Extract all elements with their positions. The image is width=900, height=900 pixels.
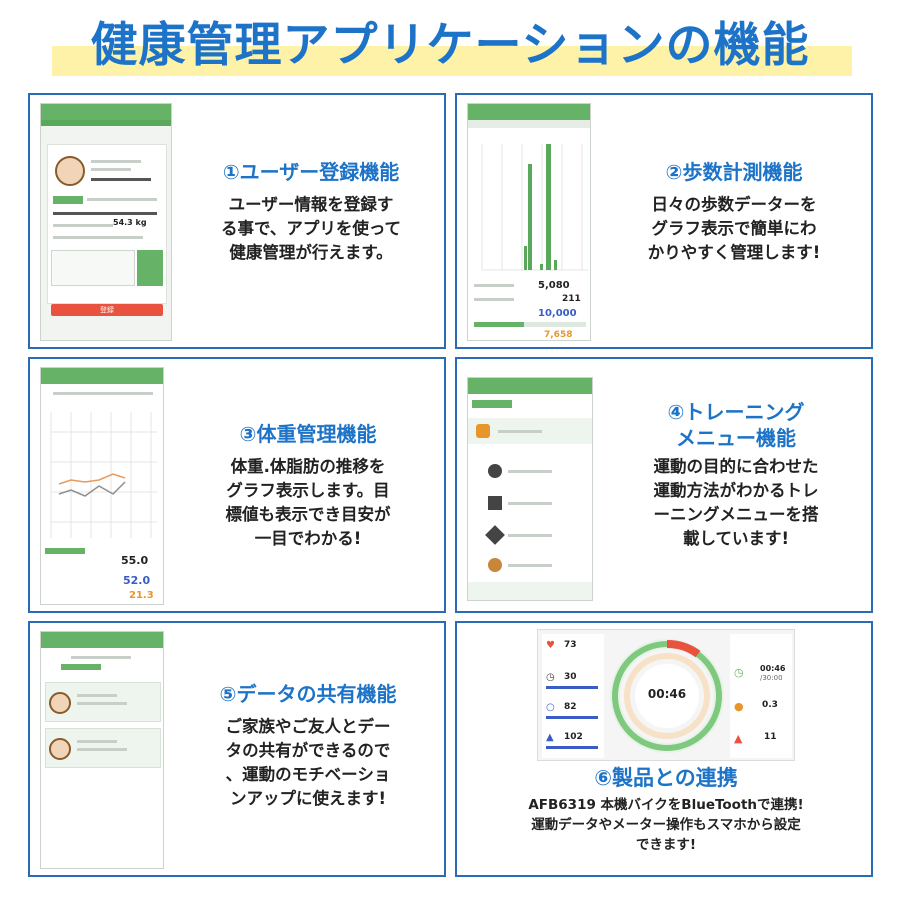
feature-text-line: 日々の歩数データーを bbox=[651, 195, 817, 214]
feature-card-training-menu: ④トレーニング メニュー機能 運動の目的に合わせた 運動方法がわかるトレ ーニン… bbox=[455, 357, 873, 613]
feature-text-line: ンアップに使えます! bbox=[229, 789, 387, 808]
feature-text-line: 、運動のモチベーショ bbox=[225, 765, 391, 784]
feature-title: ⑤データの共有機能 bbox=[219, 682, 397, 706]
feature-title: ①ユーザー登録機能 bbox=[222, 160, 400, 184]
feature-text-line: 一目でわかる! bbox=[254, 529, 362, 548]
meter-screenshot: ♥ 73 ◷ 30 ○ 82 ▲ 102 00:46 ◷ 00:46 /30:0… bbox=[537, 629, 795, 761]
feature-text-line: 運動方法がわかるトレ bbox=[653, 481, 819, 500]
feature-title: ⑥製品との連携 bbox=[594, 766, 738, 790]
avatar bbox=[55, 156, 85, 186]
chart-bar bbox=[540, 264, 543, 270]
feature-desc-6: ⑥製品との連携 AFB6319 本機バイクをBlueToothで連携! 運動デー… bbox=[461, 765, 871, 855]
meter-kcal: 102 bbox=[564, 732, 583, 742]
avatar bbox=[49, 738, 71, 760]
feature-card-data-sharing: ⑤データの共有機能 ご家族やご友人とデー タの共有ができるので 、運動のモチベー… bbox=[28, 621, 446, 877]
feature-card-weight: 55.0 52.0 21.3 ③体重管理機能 体重.体脂肪の推移を グラフ表示し… bbox=[28, 357, 446, 613]
feature-text-line: 載しています! bbox=[682, 529, 790, 548]
feature-desc-1: ①ユーザー登録機能 ユーザー情報を登録す る事で、アプリを使って 健康管理が行え… bbox=[180, 159, 442, 265]
body-fat: 21.3 bbox=[129, 590, 154, 601]
feature-text-line: ーニングメニューを搭 bbox=[653, 505, 819, 524]
feature-text-line: 健康管理が行えます。 bbox=[229, 243, 393, 262]
feature-title-line: メニュー機能 bbox=[676, 426, 796, 450]
feature-desc-2: ②歩数計測機能 日々の歩数データーを グラフ表示で簡単にわ かりやすく管理します… bbox=[597, 159, 871, 265]
feature-text-line: かりやすく管理します! bbox=[647, 243, 821, 262]
elapsed-time: 00:46 bbox=[760, 664, 786, 673]
green-action-button[interactable] bbox=[137, 250, 163, 286]
steps-remaining: 7,658 bbox=[544, 330, 573, 340]
total-time: /30:00 bbox=[760, 674, 783, 682]
kcal-icon: ▲ bbox=[546, 732, 554, 743]
save-button[interactable]: 登録 bbox=[51, 304, 163, 316]
page-title: 健康管理アプリケーションの機能 bbox=[90, 18, 810, 73]
feature-text-line: ユーザー情報を登録す bbox=[228, 195, 394, 214]
menu-icon bbox=[488, 464, 502, 478]
meter-heart: 73 bbox=[564, 640, 577, 650]
menu-icon bbox=[488, 558, 502, 572]
feature-text-line: 運動データやメーター操作もスマホから設定 bbox=[531, 817, 801, 833]
feature-card-device-link: ♥ 73 ◷ 30 ○ 82 ▲ 102 00:46 ◷ 00:46 /30:0… bbox=[455, 621, 873, 877]
feature-text-line: タの共有ができるので bbox=[225, 741, 391, 760]
weight-series-line bbox=[58, 473, 126, 485]
timer-ring bbox=[610, 639, 724, 753]
app-screenshot-weight: 55.0 52.0 21.3 bbox=[40, 367, 164, 605]
feature-card-user-registration: 54.3 kg 登録 ①ユーザー登録機能 ユーザー情報を登録す る事で、アプリを… bbox=[28, 93, 446, 349]
feature-text-line: 体重.体脂肪の推移を bbox=[230, 457, 386, 476]
heart-icon: ♥ bbox=[546, 640, 555, 651]
fat-series-line bbox=[58, 481, 126, 497]
feature-text-line: グラフ表示で簡単にわ bbox=[651, 219, 817, 238]
menu-icon bbox=[488, 496, 502, 510]
app-screenshot-training bbox=[467, 377, 593, 601]
feature-desc-4: ④トレーニング メニュー機能 運動の目的に合わせた 運動方法がわかるトレ ーニン… bbox=[601, 399, 871, 551]
calorie-value: 11 bbox=[764, 732, 777, 742]
weight-target: 52.0 bbox=[123, 574, 151, 587]
feature-title: ②歩数計測機能 bbox=[665, 160, 803, 184]
feature-title: ④トレーニング メニュー機能 bbox=[601, 399, 871, 451]
meter-rpm: 82 bbox=[564, 702, 577, 712]
distance-value: 0.3 bbox=[762, 700, 778, 710]
feature-text-line: 標値も表示でき目安が bbox=[225, 505, 391, 524]
feature-title: ③体重管理機能 bbox=[239, 422, 377, 446]
weight-current: 55.0 bbox=[121, 554, 149, 567]
chart-bar bbox=[528, 164, 532, 270]
feature-text-line: 運動の目的に合わせた bbox=[653, 457, 819, 476]
feature-text-line: できます! bbox=[635, 837, 697, 853]
feature-text-line: ご家族やご友人とデー bbox=[225, 717, 391, 736]
timer-value: 00:46 bbox=[647, 687, 687, 701]
fire-icon: ▲ bbox=[734, 732, 743, 745]
stopwatch-icon: ◷ bbox=[734, 666, 744, 679]
steps-sub: 211 bbox=[562, 294, 581, 304]
title-section: 健康管理アプリケーションの機能 bbox=[0, 0, 900, 88]
steps-total: 5,080 bbox=[538, 280, 570, 291]
app-screenshot-sharing bbox=[40, 631, 164, 869]
steps-bar-chart bbox=[481, 144, 588, 271]
weight-value: 54.3 kg bbox=[113, 218, 147, 227]
chart-bar bbox=[546, 144, 551, 270]
chart-bar bbox=[554, 260, 557, 270]
meter-time: 30 bbox=[564, 672, 577, 682]
rpm-icon: ○ bbox=[546, 702, 555, 713]
app-screenshot-register: 54.3 kg 登録 bbox=[40, 103, 172, 341]
feature-text-line: る事で、アプリを使って bbox=[220, 219, 401, 238]
chart-bar bbox=[524, 246, 527, 270]
feature-desc-5: ⑤データの共有機能 ご家族やご友人とデー タの共有ができるので 、運動のモチベー… bbox=[172, 681, 444, 811]
app-screenshot-steps: 5,080 211 10,000 7,658 bbox=[467, 103, 591, 341]
menu-icon bbox=[476, 424, 490, 438]
menu-icon bbox=[485, 525, 505, 545]
clock-icon: ◷ bbox=[546, 672, 555, 683]
feature-desc-3: ③体重管理機能 体重.体脂肪の推移を グラフ表示します。目 標値も表示でき目安が… bbox=[172, 421, 444, 551]
weight-line-chart bbox=[50, 412, 157, 538]
feature-text-line: グラフ表示します。目 bbox=[226, 481, 390, 500]
feature-title-line: ④トレーニング bbox=[667, 400, 805, 424]
steps-goal: 10,000 bbox=[538, 308, 577, 319]
title-highlight bbox=[52, 46, 852, 76]
avatar bbox=[49, 692, 71, 714]
feature-card-step-count: 5,080 211 10,000 7,658 ②歩数計測機能 日々の歩数データー… bbox=[455, 93, 873, 349]
distance-icon: ● bbox=[734, 700, 744, 713]
feature-text-line: AFB6319 本機バイクをBlueToothで連携! bbox=[528, 797, 804, 813]
